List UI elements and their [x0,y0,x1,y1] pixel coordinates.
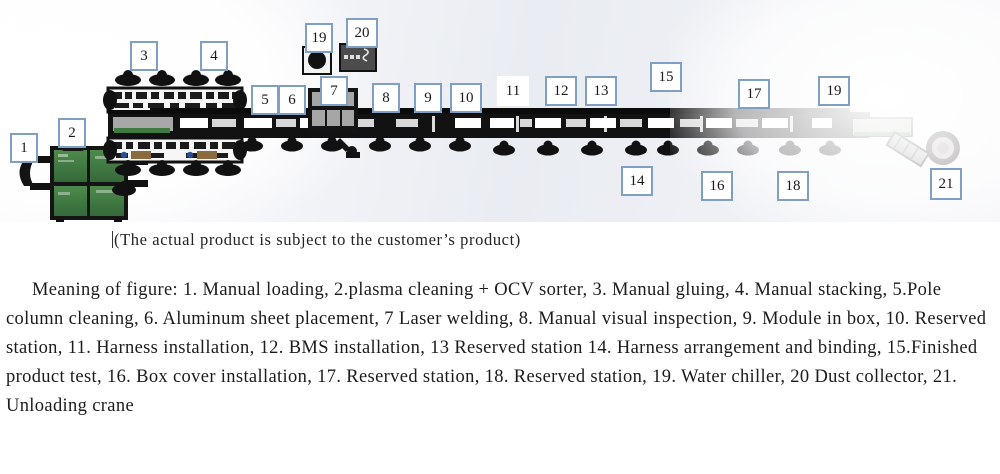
operator-silhouettes-top [115,70,241,86]
callout-7: 7 [320,76,348,106]
figure-caption: (The actual product is subject to the cu… [112,230,521,250]
caption-text: (The actual product is subject to the cu… [114,230,521,249]
caption-rule [112,231,113,248]
callout-12: 12 [545,76,577,106]
dust-collector-unit [339,43,377,72]
callout-3: 3 [130,41,158,71]
callout-1: 1 [10,133,38,163]
operator-silhouettes-line [241,136,841,156]
callout-14: 14 [621,166,653,196]
end-station-block [850,112,913,138]
callout-19: 19 [818,76,850,106]
worker-icon [112,181,136,196]
figure-legend: Meaning of figure: 1. Manual loading, 2.… [6,276,994,421]
callout-18: 18 [777,171,809,201]
callout-9: 9 [414,83,442,113]
callout-2: 2 [58,118,86,148]
callout-15: 15 [650,62,682,92]
gluing-stacking-cell [103,86,247,164]
operator-silhouettes-cell-bottom [115,160,241,176]
production-line-illustration [19,43,960,222]
callout-17: 17 [738,79,770,109]
legend-text: Meaning of figure: 1. Manual loading, 2.… [6,280,987,416]
callout-5: 5 [251,85,279,115]
callout-4: 4 [200,41,228,71]
callout-16: 16 [701,171,733,201]
callout-6: 6 [278,85,306,115]
callout-21: 21 [930,168,962,200]
callout-10: 10 [450,83,482,113]
unloading-crane [885,130,960,168]
callout-13: 13 [585,76,617,106]
callout-19: 19 [305,23,333,53]
callout-20: 20 [346,18,378,48]
callout-11: 11 [497,76,529,106]
callout-8: 8 [372,83,400,113]
